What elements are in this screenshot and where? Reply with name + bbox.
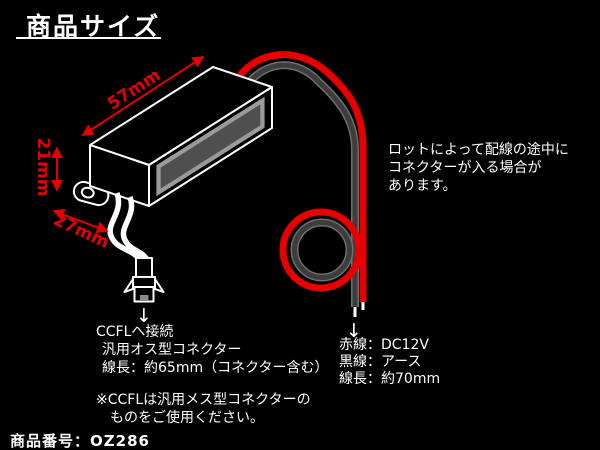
lot-note-line: ロットによって配線の途中に: [388, 142, 569, 158]
ccfl-wires: [107, 192, 150, 262]
lot-note-line: コネクターが入る場合が: [388, 160, 542, 176]
connector-flange: [132, 276, 156, 288]
lot-note-line: あります。: [388, 178, 457, 194]
ccfl-caution: ※CCFLは汎用メス型コネクターの ものをご使用ください。: [96, 391, 329, 427]
ccfl-connector-type: 汎用オス型コネクター: [102, 342, 242, 358]
down-arrow-icon: ↓: [136, 305, 152, 327]
power-wires: [235, 51, 367, 317]
ccfl-wire-length: 線長：約65mm（コネクター含む）: [102, 360, 329, 376]
black-wire: [244, 62, 358, 307]
ccfl-heading: CCFLへ接続: [96, 324, 174, 340]
black-wire-label: 黒線：アース: [339, 354, 422, 370]
page-title: 商品サイズ: [26, 12, 161, 41]
box-left-face: [89, 144, 150, 207]
ccfl-caution-line: ※CCFLは汎用メス型コネクターの: [96, 392, 311, 408]
connector-wing-right: [154, 278, 165, 293]
title-underline: [16, 37, 161, 39]
power-wire-length: 線長：約70mm: [339, 371, 441, 387]
ccfl-connector: [123, 257, 165, 303]
down-arrow-icon: ↓: [346, 320, 362, 342]
dimension-arrows: [51, 56, 205, 234]
connector-body-bottom: [133, 286, 155, 303]
lot-note: ロットによって配線の途中に コネクターが入る場合が あります。: [388, 141, 569, 195]
black-wire-loop: [292, 220, 352, 280]
red-wire-loop: [279, 208, 363, 292]
mounting-hole: [80, 186, 95, 199]
dimension-label-depth: 27mm: [50, 210, 112, 253]
ccfl-caution-line: ものをご使用ください。: [110, 410, 264, 426]
connector-wing-left: [123, 278, 134, 293]
connector-contact: [140, 295, 149, 301]
dimension-arrow-depth: [52, 208, 109, 234]
ccfl-connection-note: CCFLへ接続 汎用オス型コネクター 線長：約65mm（コネクター含む） ※CC…: [96, 323, 329, 427]
power-wire-legend: 赤線：DC12V 黒線：アース 線長：約70mm: [339, 337, 440, 388]
red-wire-label: 赤線：DC12V: [339, 337, 429, 353]
product-number: 商品番号：OZ286: [10, 432, 150, 450]
red-wire: [235, 51, 367, 302]
connector-body-top: [135, 257, 153, 279]
dimension-arrow-length: [81, 56, 205, 136]
box-label-inner: [160, 104, 261, 189]
dimension-label-height: 21mm: [33, 137, 53, 196]
